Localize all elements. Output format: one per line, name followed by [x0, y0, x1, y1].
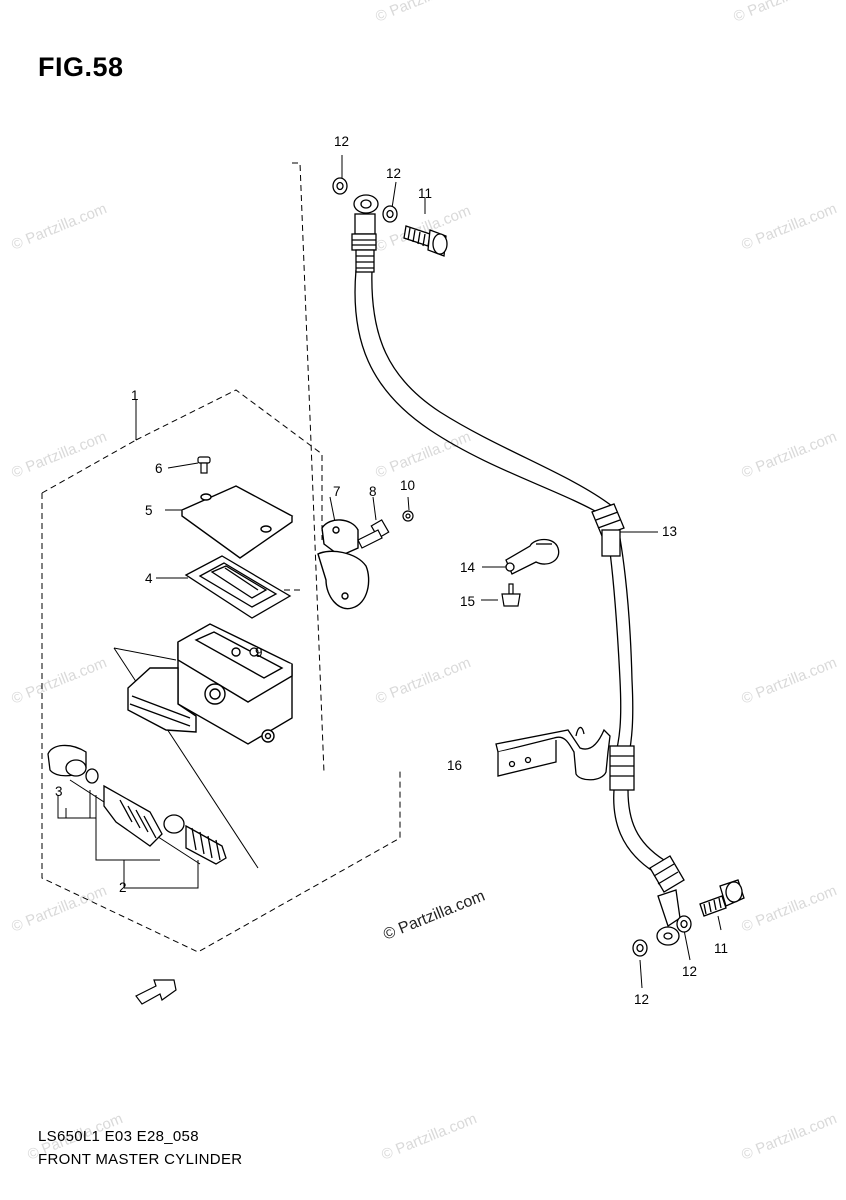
- callout-labels: 1 2 3 4 5 6 7 8 9 10 11 11 12 12 12 12 1…: [55, 134, 728, 1007]
- watermark: © Partzilla.com: [9, 428, 109, 482]
- watermark: © Partzilla.com: [739, 200, 839, 254]
- figure-title: FIG.58: [38, 52, 124, 82]
- diaphragm-part-4: [184, 555, 292, 619]
- watermark: © Partzilla.com: [9, 882, 109, 936]
- leader-lines: [57, 155, 722, 989]
- brake-hose-part-13: [354, 269, 673, 885]
- callout-16: 16: [447, 758, 462, 773]
- bolt-part-8: [357, 519, 390, 549]
- callout-14: 14: [460, 560, 476, 575]
- hose-fitting-top: [351, 194, 379, 273]
- callout-2: 2: [119, 880, 127, 895]
- nut-part-10: [402, 510, 414, 522]
- callout-7: 7: [333, 484, 341, 499]
- callout-3: 3: [55, 784, 63, 799]
- bolt-part-15: [501, 583, 521, 607]
- watermark: © Partzilla.com: [373, 0, 473, 26]
- hose-fitting-mid: [591, 503, 685, 893]
- watermark: © Partzilla.com: [373, 654, 473, 708]
- watermark: © Partzilla.com: [373, 428, 473, 482]
- callout-10: 10: [400, 478, 415, 493]
- reservoir-cap-part-5: [180, 485, 294, 559]
- watermark: © Partzilla.com: [739, 1110, 839, 1164]
- screw-part-6: [197, 456, 211, 474]
- washer-part-12: [332, 177, 692, 957]
- watermark: © Partzilla.com: [739, 882, 839, 936]
- callout-13: 13: [662, 524, 677, 539]
- callout-11-bottom: 11: [714, 941, 728, 956]
- hose-fitting-bottom: [656, 889, 681, 946]
- watermark: © Partzilla.com: [731, 0, 831, 26]
- callout-1: 1: [131, 388, 139, 403]
- watermark: © Partzilla.com: [739, 428, 839, 482]
- watermark: © Partzilla.com: [9, 200, 109, 254]
- screw-part-9: [249, 647, 259, 657]
- union-bolt-part-11: [403, 225, 745, 917]
- callout-6: 6: [155, 461, 163, 476]
- master-cylinder-body: [127, 623, 293, 745]
- watermark: © Partzilla.com: [379, 1110, 479, 1164]
- assembly-box: [41, 162, 401, 953]
- clamp-part-7: [317, 519, 370, 610]
- callout-12-d: 12: [634, 992, 649, 1007]
- callout-8: 8: [369, 484, 377, 499]
- callout-15: 15: [460, 594, 475, 609]
- watermark: © Partzilla.com: [9, 654, 109, 708]
- watermark-group: © Partzilla.com © Partzilla.com © Partzi…: [9, 0, 839, 1164]
- diagram-code: LS650L1 E03 E28_058: [38, 1128, 199, 1145]
- diagram-caption: FRONT MASTER CYLINDER: [38, 1151, 243, 1168]
- callout-4: 4: [145, 571, 153, 586]
- callout-9: 9: [255, 645, 263, 660]
- hose-clamp-part-14: [505, 538, 560, 575]
- callout-12-a: 12: [334, 134, 349, 149]
- callout-5: 5: [145, 503, 153, 518]
- watermark-center: © Partzilla.com: [381, 888, 487, 944]
- callout-11-top: 11: [418, 186, 432, 201]
- front-arrow-icon: [135, 979, 177, 1005]
- callout-12-c: 12: [682, 964, 697, 979]
- bracket-part-16: [495, 726, 611, 781]
- piston-assembly-part-2-3: [47, 744, 227, 865]
- callout-12-b: 12: [386, 166, 401, 181]
- watermark: © Partzilla.com: [739, 654, 839, 708]
